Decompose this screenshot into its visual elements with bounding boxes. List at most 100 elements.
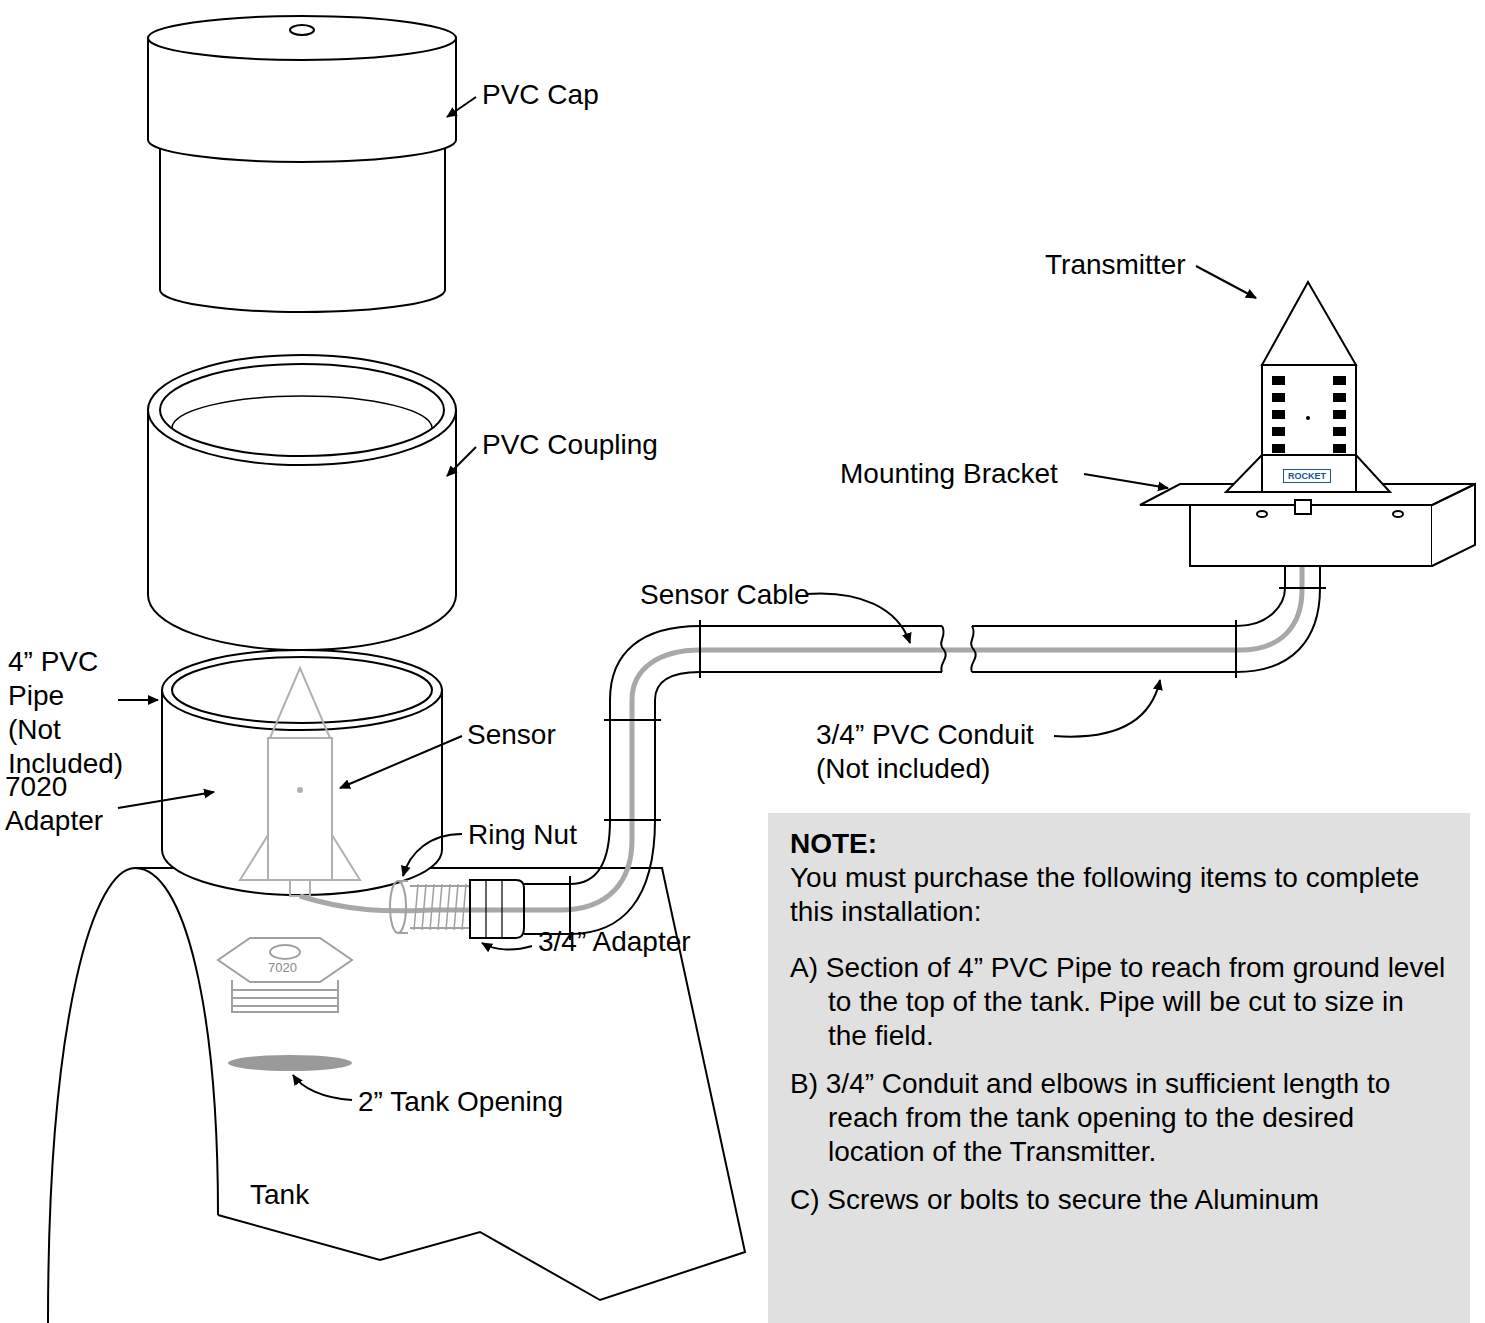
label-anchor: 2” Tank Opening	[358, 1085, 563, 1119]
part-marking: ROCKET	[1283, 469, 1331, 483]
tank-outline-part	[48, 868, 745, 1323]
label-anchor: Sensor Cable	[640, 578, 810, 612]
transmitter-figure-part-part	[1272, 393, 1285, 402]
adapter-3-4	[410, 880, 524, 938]
ring-nut	[390, 881, 408, 933]
part-name: Sensor Cable	[640, 578, 810, 612]
transmitter-figure-part	[1226, 455, 1390, 492]
leader-lines-part	[447, 97, 476, 117]
sensor-figure-part	[290, 880, 310, 896]
label-anchor: Mounting Bracket	[840, 457, 1058, 491]
tank-outline-part	[48, 868, 218, 1323]
part-name: 4” PVC Pipe (Not Included)	[8, 645, 120, 781]
leader-lines-part	[806, 593, 910, 643]
transmitter-figure-part-part	[1333, 376, 1346, 385]
adapter-7020-part	[232, 990, 338, 1006]
note-item: C) Screws or bolts to secure the Aluminu…	[790, 1183, 1448, 1217]
sensor-figure	[240, 668, 360, 896]
note-item: B) 3/4” Conduit and elbows in sufficient…	[790, 1067, 1448, 1169]
conduit-part	[972, 626, 1236, 672]
tank-opening	[228, 1055, 352, 1071]
pvc-coupling	[148, 355, 456, 650]
label-anchor: PVC Cap	[482, 78, 599, 112]
note-box: NOTE:You must purchase the following ite…	[768, 813, 1470, 1323]
transmitter-figure-part-part	[1306, 416, 1310, 420]
sensor-figure-part	[270, 668, 330, 738]
note-item: A) Section of 4” PVC Pipe to reach from …	[790, 951, 1448, 1053]
label-anchor: 3/4” Adapter	[538, 925, 691, 959]
sensor-figure-part	[268, 738, 332, 880]
leader-lines-part	[293, 1075, 352, 1100]
conduit-part	[1236, 588, 1285, 626]
ring-nut-part	[390, 881, 406, 933]
pvc-pipe-part	[162, 650, 442, 730]
part-name: Transmitter	[1045, 248, 1186, 282]
leader-lines-part	[340, 736, 462, 788]
pvc-coupling-part	[172, 396, 432, 428]
label-anchor: Sensor	[467, 718, 556, 752]
label-anchor: Ring Nut	[468, 818, 577, 852]
part-name: 7020 Adapter	[5, 770, 115, 838]
leader-lines-part	[482, 943, 532, 950]
pvc-cap-part	[148, 16, 456, 60]
adapter-3-4-part	[470, 880, 524, 938]
part-name: Mounting Bracket	[840, 457, 1058, 491]
transmitter-figure-part	[1272, 376, 1346, 453]
pvc-cap-part	[290, 25, 314, 35]
transmitter-figure-part	[1262, 282, 1356, 365]
conduit-part	[699, 620, 701, 678]
adapter-7020-part	[270, 945, 300, 959]
transmitter-figure-part-part	[1333, 427, 1346, 436]
tank-outline-part	[135, 868, 745, 1300]
adapter-3-4-part	[414, 884, 466, 930]
part-name: 3/4” Adapter	[538, 925, 691, 959]
conduit-part	[1285, 566, 1320, 588]
adapter-7020	[218, 938, 352, 1012]
pvc-cap-part	[160, 145, 445, 312]
transmitter-figure-part-part	[1272, 410, 1285, 419]
conduit-part	[604, 819, 661, 821]
mounting-bracket-part	[1393, 511, 1403, 517]
label-anchor: 3/4” PVC Conduit (Not included)	[816, 718, 1078, 786]
label-anchor: 7020 Adapter	[5, 770, 115, 838]
leader-lines-part	[447, 447, 476, 476]
conduit-part	[1235, 620, 1237, 678]
pvc-coupling-part	[160, 364, 444, 456]
transmitter-figure-part-part	[1272, 427, 1285, 436]
part-name: PVC Cap	[482, 78, 599, 112]
leader-lines-part	[118, 699, 158, 701]
ring-nut-part	[398, 881, 408, 933]
transmitter-figure-part-part	[1333, 410, 1346, 419]
pvc-pipe	[162, 650, 442, 895]
transmitter-figure-part-part	[1272, 376, 1285, 385]
part-name: Ring Nut	[468, 818, 577, 852]
part-name: PVC Coupling	[482, 428, 658, 462]
label-anchor: 4” PVC Pipe (Not Included)	[8, 645, 120, 781]
transmitter-figure-part-part	[1333, 444, 1346, 453]
leader-lines-part	[1084, 474, 1168, 488]
sensor-figure-part	[240, 835, 360, 880]
pvc-cap	[148, 16, 456, 312]
part-name: 3/4” PVC Conduit (Not included)	[816, 718, 1078, 786]
leader-lines-part	[1054, 680, 1160, 737]
transmitter-figure-part	[1262, 455, 1356, 492]
label-anchor: 7020	[268, 960, 297, 976]
sensor-figure-part	[298, 788, 302, 792]
conduit-part	[1279, 587, 1326, 589]
note-heading: NOTE:	[790, 827, 1448, 861]
leader-lines-part	[1196, 266, 1256, 298]
label-anchor: ROCKET	[1283, 469, 1331, 483]
transmitter-figure-part-part	[1272, 444, 1285, 453]
adapter-7020-part	[232, 980, 338, 1012]
label-anchor: Transmitter	[1045, 248, 1186, 282]
leader-lines-part	[118, 792, 214, 808]
conduit-part	[604, 719, 661, 721]
part-name: 2” Tank Opening	[358, 1085, 563, 1119]
transmitter-figure-part-part	[1333, 393, 1346, 402]
tank-label: Tank	[250, 1178, 309, 1212]
mounting-bracket-part	[1295, 500, 1311, 514]
transmitter-figure	[1226, 282, 1390, 492]
part-marking: 7020	[268, 960, 297, 976]
conduit-part	[570, 820, 655, 934]
